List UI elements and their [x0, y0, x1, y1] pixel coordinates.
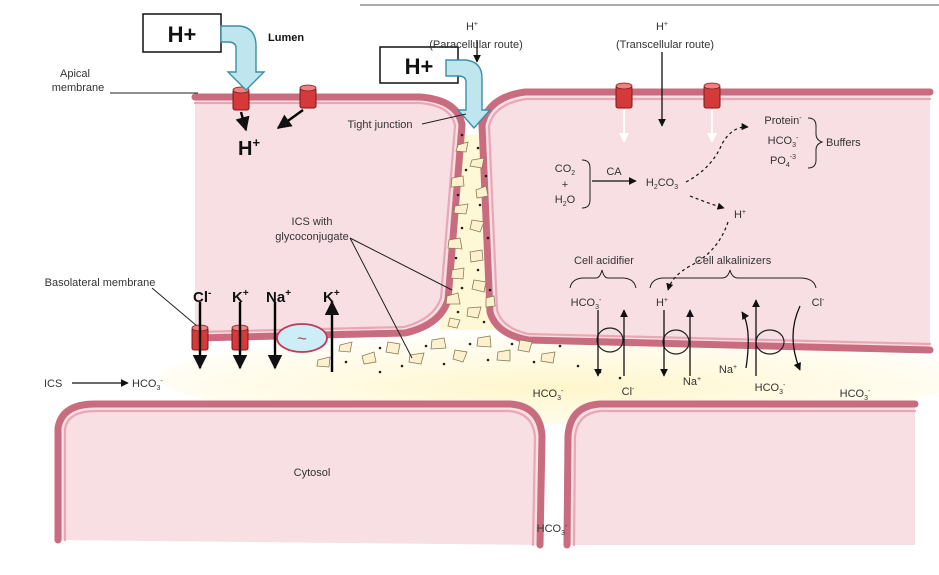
- buffers-bracket: [807, 117, 824, 169]
- plus-text: +: [562, 179, 568, 191]
- apical-label-1: Apical: [60, 68, 90, 80]
- membrane-inner-bottom-left: [63, 409, 537, 547]
- hco3-ics-text: HCO3-: [132, 378, 163, 392]
- h-box-junction: [379, 46, 492, 130]
- buffers-label: Buffers: [826, 137, 861, 149]
- membrane-inner-right-top: [487, 97, 932, 128]
- co2-text: CO2: [555, 163, 576, 177]
- acidifier-bracket: [569, 269, 637, 289]
- h-plus-alk-text: H+: [656, 297, 668, 309]
- lumen-flow-arrow: [220, 25, 266, 91]
- glycoconjugate-dots: [344, 133, 622, 380]
- h-plus-cyto-text: H+: [734, 209, 746, 221]
- exchanger-na-h: [660, 309, 694, 377]
- apical-channel-2: [299, 84, 317, 109]
- tight-junction-leader: [421, 113, 467, 125]
- h-plus-junction-text: H+: [405, 54, 434, 79]
- basolateral-leader: [151, 287, 198, 327]
- cell-alkalinizers-label: Cell alkalinizers: [695, 255, 772, 267]
- na-space-1-text: Na+: [683, 376, 701, 388]
- glycoconjugate-fragments: [316, 141, 556, 368]
- cell-upper-right: [482, 92, 930, 350]
- hco3-acidifier-text: HCO3-: [571, 297, 602, 311]
- membrane-inner-right-bottom: [487, 124, 932, 346]
- cl-ion-label: Cl-: [193, 288, 211, 306]
- transcellular-label: (Transcellular route): [616, 39, 714, 51]
- trans-h-text: H+: [656, 21, 668, 33]
- to-hplus-arrow: [689, 195, 725, 210]
- h2o-text: H2O: [555, 194, 576, 208]
- hplus-to-exchanger-arrow: [666, 221, 729, 291]
- cell-acidifier-label: Cell acidifier: [574, 255, 634, 267]
- basolateral-label: Basolateral membrane: [45, 277, 156, 289]
- apical-channel-1: [232, 86, 250, 111]
- k-ion-label: K+: [232, 288, 249, 306]
- cell-upper-left: [195, 97, 462, 338]
- hco3-space-2-text: HCO3-: [755, 382, 786, 396]
- na-ion-label: Na+: [266, 288, 291, 306]
- alkalinizers-bracket: [649, 269, 817, 289]
- membrane-inner-left: [193, 101, 457, 334]
- membrane-bottom-left: [54, 400, 546, 549]
- h-arrow-channel-1: [235, 111, 250, 132]
- exchanger-acidifier: [594, 309, 628, 377]
- cell-bottom-left: [58, 404, 542, 545]
- hco3-space-1-text: HCO3-: [533, 388, 564, 402]
- ics-leader-line-2: [349, 237, 453, 291]
- exchanger-na-hco3-cl: [741, 299, 801, 376]
- cl-alk-text: Cl-: [812, 297, 825, 309]
- apical-membrane-left: [191, 93, 466, 129]
- na-k-pump: [276, 323, 328, 353]
- membrane-bottom-right: [563, 400, 919, 549]
- h-box-lumen: [142, 13, 266, 91]
- junction-flow-arrow: [445, 59, 492, 130]
- h-arrow-channel-2: [276, 109, 304, 129]
- k-ion2-label: K+: [323, 288, 340, 306]
- na-space-2-text: Na+: [719, 364, 737, 376]
- protein-text: Protein-: [764, 115, 802, 127]
- basolateral-membrane-right: [478, 121, 934, 354]
- h-plus-lumen-text: H+: [168, 22, 197, 47]
- lumen-label: Lumen: [268, 32, 304, 44]
- cl-space-text: Cl-: [622, 386, 635, 398]
- h-plus-below-text: H+: [238, 135, 260, 160]
- apical-channel-3: [615, 82, 633, 109]
- ics-leader-line-1: [349, 237, 413, 359]
- po4-text: PO4-3: [770, 154, 796, 169]
- cytosol-label: Cytosol: [294, 467, 331, 479]
- ics-with-label-1: ICS with: [292, 216, 333, 228]
- para-h-text: H+: [466, 21, 478, 33]
- hco3-bottom-text: HCO3-: [537, 523, 568, 537]
- co2-bracket: [581, 159, 591, 209]
- hco3-buffer-text: HCO3-: [768, 135, 799, 149]
- membrane-inner-bottom-right: [572, 409, 917, 547]
- hco3-space-3-text: HCO3-: [840, 388, 871, 402]
- paracellular-label: (Paracellular route): [429, 39, 523, 51]
- apical-label-2: membrane: [52, 82, 105, 94]
- h2co3-text: H2CO3: [646, 177, 678, 191]
- ics-with-label-2: glycoconjugate: [275, 231, 348, 243]
- apical-membrane-right: [478, 88, 934, 129]
- tight-junction-label: Tight junction: [347, 119, 412, 131]
- ics-label: ICS: [44, 378, 62, 390]
- ca-label: CA: [606, 166, 622, 178]
- pump-tilde: ~: [297, 329, 307, 348]
- cell-bottom-right: [567, 404, 915, 545]
- apical-channel-4: [703, 82, 721, 109]
